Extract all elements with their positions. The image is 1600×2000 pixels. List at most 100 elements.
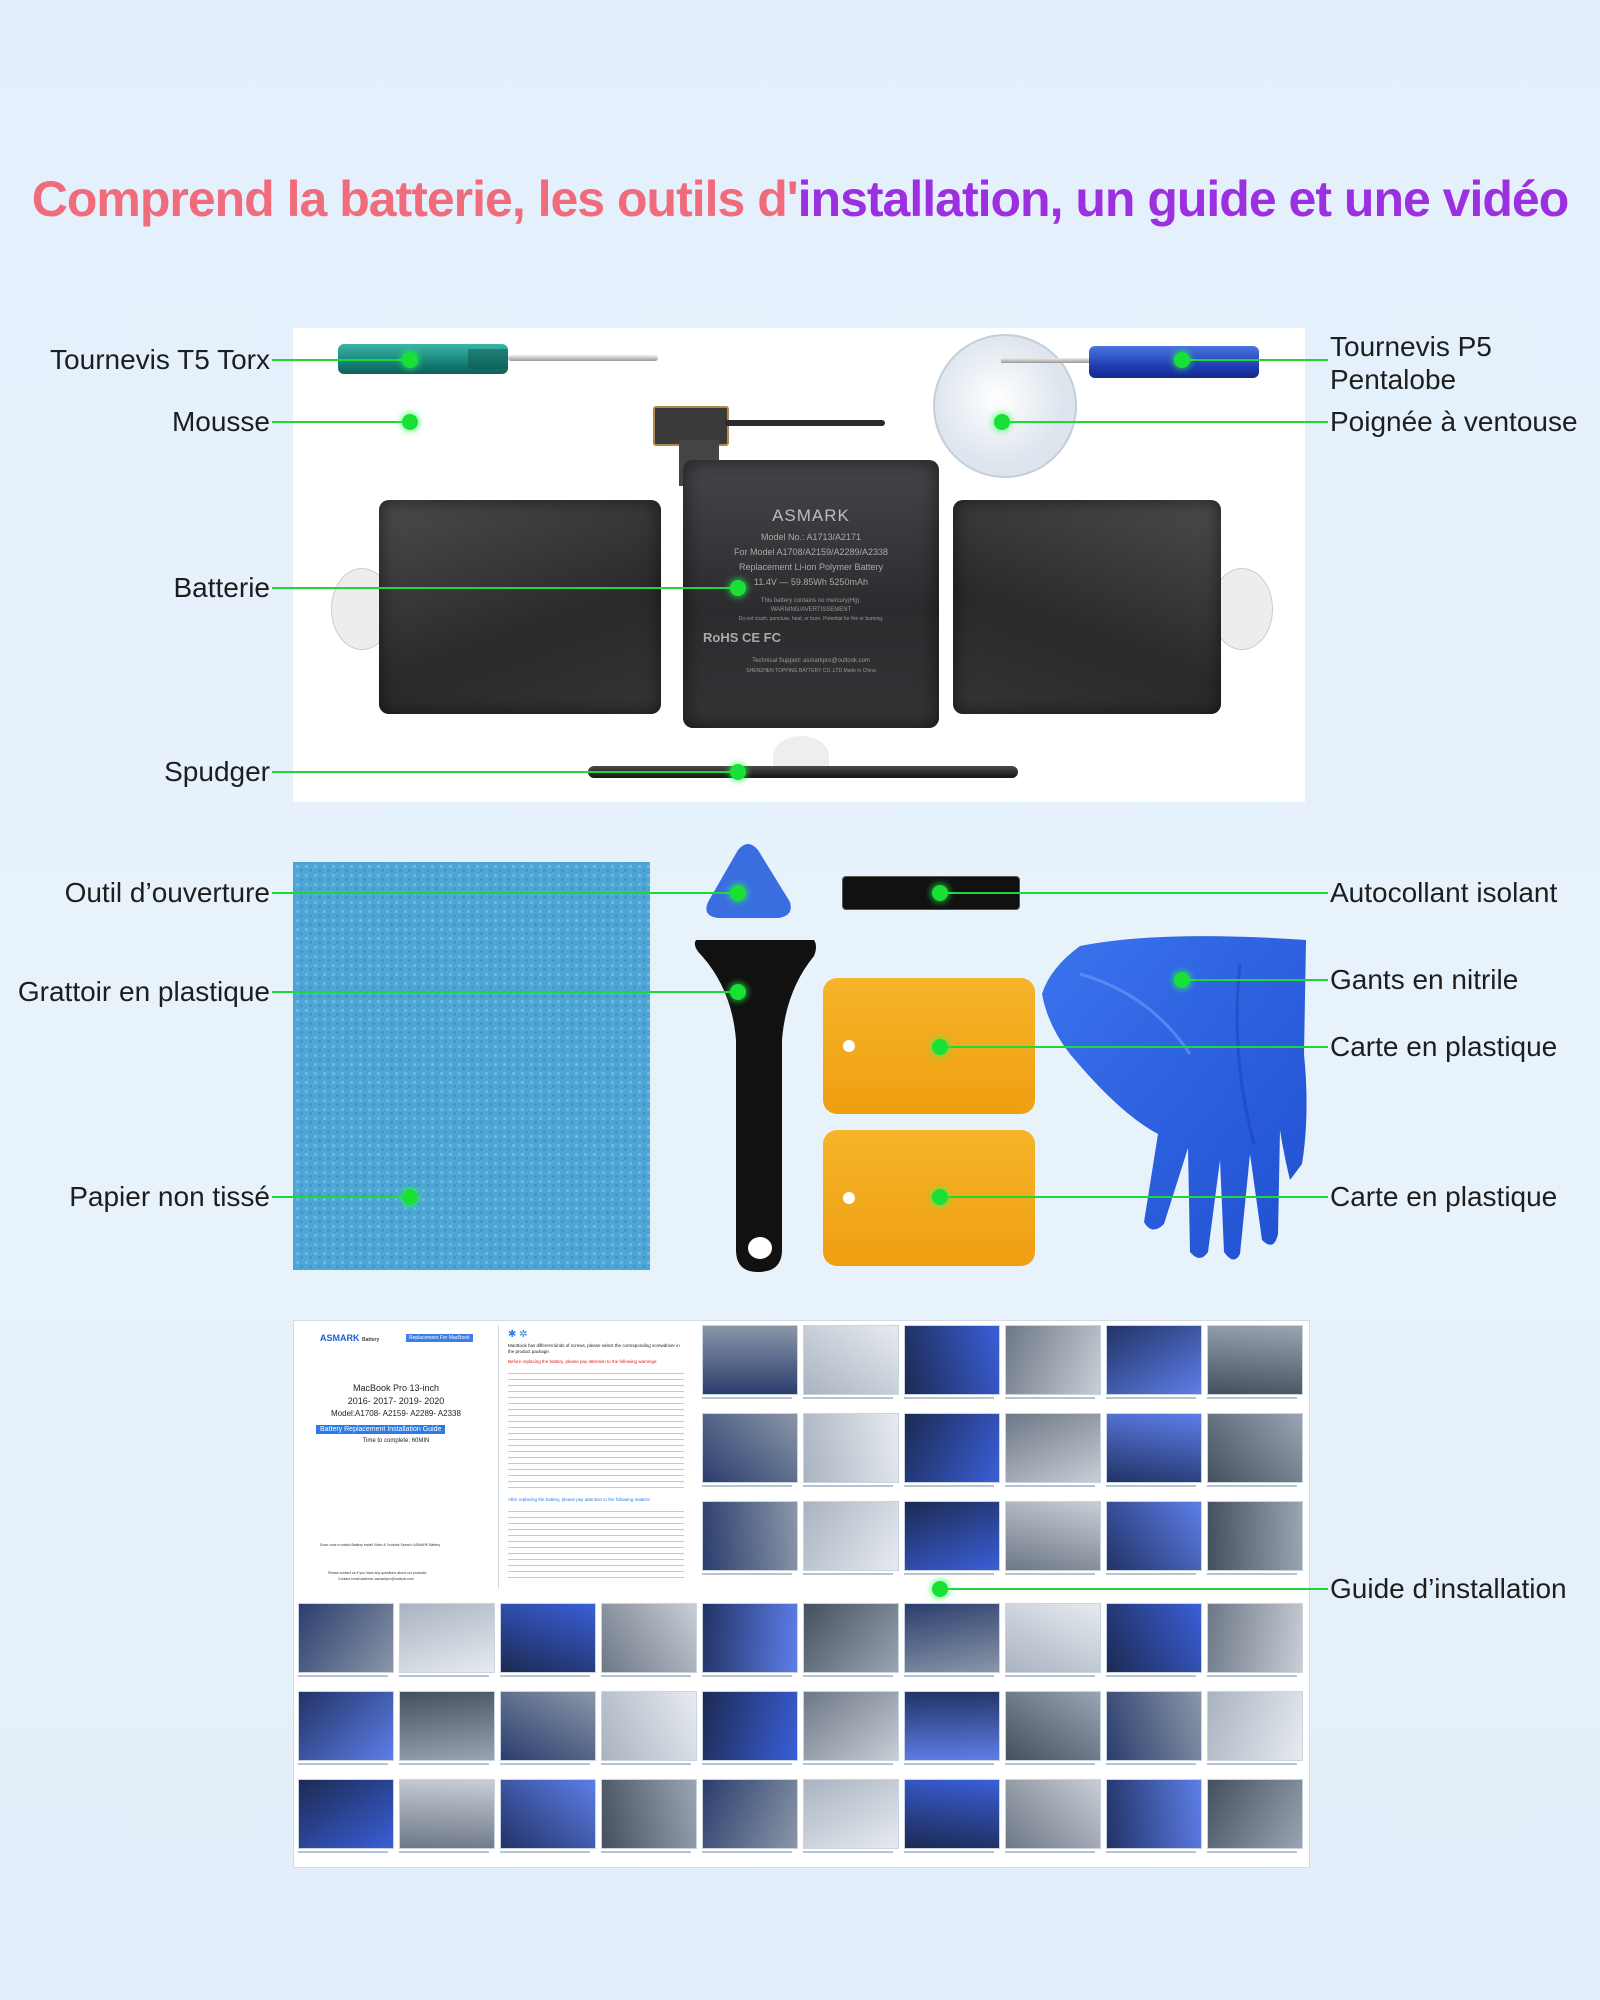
guide-step-thumbnail <box>702 1501 798 1571</box>
guide-step-thumbnail <box>904 1603 1000 1673</box>
installation-guide: ASMARK Battery Replacement For MacBook M… <box>293 1320 1310 1868</box>
guide-step-thumbnail <box>1106 1779 1202 1849</box>
guide-step-caption <box>1106 1851 1196 1853</box>
guide-step-caption <box>702 1573 792 1575</box>
plastic-card-2 <box>823 1130 1035 1266</box>
label-ventouse: Poignée à ventouse <box>1330 406 1578 437</box>
marker-spudger <box>730 764 746 780</box>
guide-step-caption <box>399 1763 489 1765</box>
marker-carte-2 <box>932 1189 948 1205</box>
guide-step-caption <box>904 1485 994 1487</box>
guide-step-thumbnail <box>500 1603 596 1673</box>
guide-step-thumbnail <box>298 1779 394 1849</box>
guide-step-thumbnail <box>500 1779 596 1849</box>
spudger <box>588 766 1018 778</box>
guide-step-thumbnail <box>500 1691 596 1761</box>
label-carte-1: Carte en plastique <box>1330 1031 1558 1062</box>
marker-batterie <box>730 580 746 596</box>
guide-step-thumbnail <box>1106 1325 1202 1395</box>
guide-step-thumbnail <box>1005 1325 1101 1395</box>
guide-step-caption <box>1207 1485 1297 1487</box>
guide-step-caption <box>1005 1763 1095 1765</box>
guide-brand: ASMARK Battery <box>320 1333 380 1343</box>
marker-grattoir <box>730 984 746 1000</box>
guide-step-thumbnail <box>1207 1501 1303 1571</box>
marker-t5 <box>402 352 418 368</box>
guide-step-thumbnail <box>1207 1603 1303 1673</box>
screw-icons: ✱ ✲ <box>508 1329 528 1340</box>
guide-step-thumbnail <box>1005 1413 1101 1483</box>
guide-step-caption <box>500 1851 590 1853</box>
guide-contact: Please contact us if you have any questi… <box>328 1571 428 1575</box>
guide-step-thumbnail <box>803 1691 899 1761</box>
guide-step-thumbnail <box>904 1691 1000 1761</box>
label-carte-2: Carte en plastique <box>1330 1181 1558 1212</box>
guide-step-thumbnail <box>702 1603 798 1673</box>
guide-step-caption <box>803 1397 893 1399</box>
label-t5-torx: Tournevis T5 Torx <box>50 344 270 375</box>
battery-marks: RoHS CE FC <box>703 630 781 645</box>
battery-connector <box>653 406 729 446</box>
guide-step-thumbnail <box>702 1325 798 1395</box>
guide-step-caption <box>803 1675 893 1677</box>
guide-step-caption <box>904 1851 994 1853</box>
guide-step-caption <box>1005 1573 1095 1575</box>
guide-step-thumbnail <box>803 1603 899 1673</box>
guide-step-caption <box>298 1675 388 1677</box>
label-batterie: Batterie <box>173 572 271 603</box>
scraper-and-pick <box>694 844 816 1272</box>
battery-warning-2: WARNING/AVERTISSEMENT <box>770 607 852 613</box>
guide-notes: ✱ ✲ MacBook has different kinds of screw… <box>500 1321 696 1593</box>
guide-step-thumbnail <box>904 1501 1000 1571</box>
guide-step-thumbnail <box>1207 1413 1303 1483</box>
guide-step-thumbnail <box>803 1413 899 1483</box>
guide-step-caption <box>1106 1573 1196 1575</box>
battery-cell-left <box>379 500 661 714</box>
guide-step-caption <box>702 1675 792 1677</box>
plastic-scraper <box>694 940 816 1272</box>
guide-step-thumbnail <box>1106 1501 1202 1571</box>
guide-step-thumbnail <box>904 1413 1000 1483</box>
guide-step-thumbnail <box>601 1691 697 1761</box>
guide-step-thumbnail <box>298 1603 394 1673</box>
battery-brand: ASMARK <box>772 506 850 525</box>
label-mousse: Mousse <box>171 406 270 437</box>
guide-email: Contact email address: asmarkpro@outlook… <box>338 1577 414 1581</box>
battery-warning-1: This battery contains no mercury(Hg). <box>760 598 862 604</box>
guide-model-2: 2016- 2017- 2019- 2020 <box>347 1396 445 1406</box>
guide-step-caption <box>601 1851 691 1853</box>
guide-step-caption <box>803 1763 893 1765</box>
guide-step-thumbnail <box>1207 1325 1303 1395</box>
guide-step-caption <box>399 1851 489 1853</box>
guide-step-thumbnail <box>601 1779 697 1849</box>
guide-step-caption <box>904 1573 994 1575</box>
marker-mousse <box>402 414 418 430</box>
guide-step-caption <box>601 1675 691 1677</box>
guide-model-1: MacBook Pro 13-inch <box>352 1383 440 1393</box>
guide-step-thumbnail <box>702 1691 798 1761</box>
guide-step-thumbnail <box>803 1779 899 1849</box>
label-gants: Gants en nitrile <box>1330 964 1519 995</box>
guide-step-caption <box>1207 1573 1297 1575</box>
guide-step-thumbnail <box>1207 1779 1303 1849</box>
guide-step-caption <box>702 1763 792 1765</box>
guide-step-thumbnail <box>399 1691 495 1761</box>
marker-p5 <box>1174 352 1190 368</box>
guide-step-caption <box>1207 1675 1297 1677</box>
battery-type: Replacement Li-ion Polymer Battery <box>738 562 884 572</box>
guide-step-thumbnail <box>399 1779 495 1849</box>
label-outil-ouverture: Outil d’ouverture <box>64 877 270 908</box>
guide-step-caption <box>803 1573 893 1575</box>
opening-pick <box>706 844 791 918</box>
guide-step-caption <box>1106 1485 1196 1487</box>
label-spudger: Spudger <box>164 756 270 787</box>
guide-step-thumbnail <box>1005 1501 1101 1571</box>
battery-panel: ASMARK Model No.: A1713/A2171 For Model … <box>293 328 1305 802</box>
guide-time: Time to complete: 60MIN <box>362 1438 430 1444</box>
battery-rating: 11.4V — 59.85Wh 5250mAh <box>754 577 868 587</box>
guide-step-caption <box>702 1397 792 1399</box>
guide-step-thumbnail <box>904 1325 1000 1395</box>
notes-heading: MacBook has different kinds of screws, p… <box>508 1343 680 1354</box>
marker-carte-1 <box>932 1039 948 1055</box>
marker-ventouse <box>994 414 1010 430</box>
